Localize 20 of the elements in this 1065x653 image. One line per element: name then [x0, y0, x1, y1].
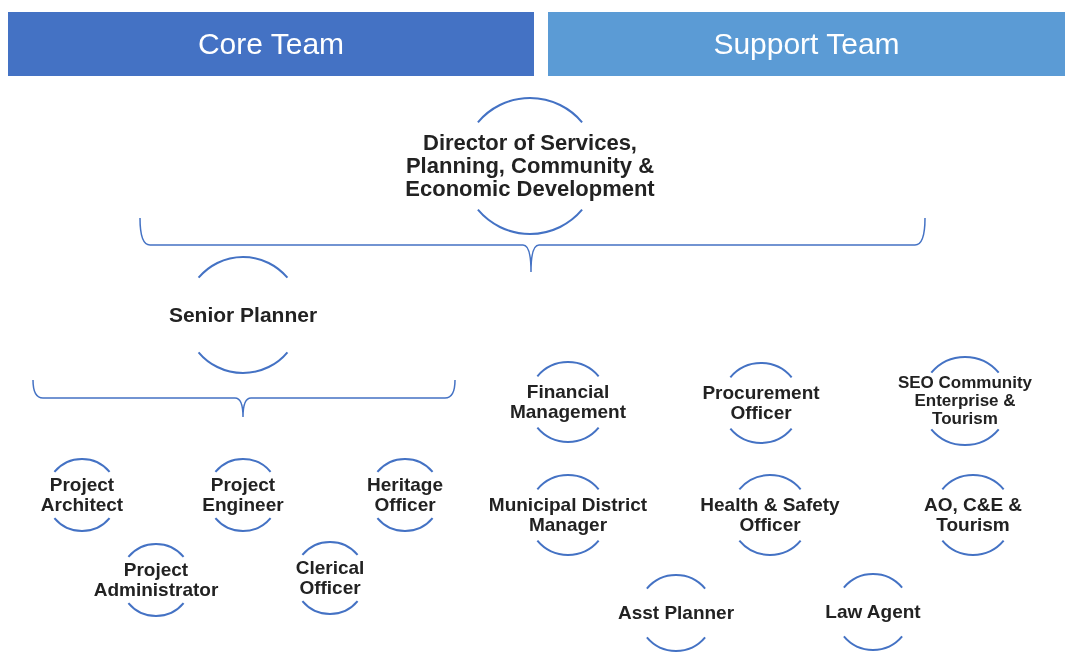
role-label: Health & Safety Officer [699, 495, 841, 535]
header-text: Support Team [713, 27, 900, 61]
team-header-band [8, 12, 534, 76]
role-label: Clerical Officer [294, 558, 366, 598]
role-label: SEO Community Enterprise & Tourism [896, 374, 1034, 428]
role-label: Project Administrator [92, 560, 220, 600]
role-label: Financial Management [508, 382, 628, 422]
role-label: Project Engineer [201, 475, 285, 515]
role-label: Asst Planner [616, 603, 736, 623]
role-label: Project Architect [39, 475, 125, 515]
team-header-band [548, 12, 1065, 76]
role-label: Heritage Officer [366, 475, 444, 515]
role-label: AO, C&E & Tourism [922, 495, 1024, 535]
header-text: Core Team [197, 27, 345, 61]
role-label: Municipal District Manager [487, 495, 649, 535]
arc-node [367, 457, 443, 533]
role-label: Procurement Officer [701, 383, 821, 423]
role-label: Senior Planner [167, 304, 319, 326]
role-label: Director of Services, Planning, Community & Economic Development [404, 131, 656, 201]
role-label: Law Agent [824, 602, 922, 622]
